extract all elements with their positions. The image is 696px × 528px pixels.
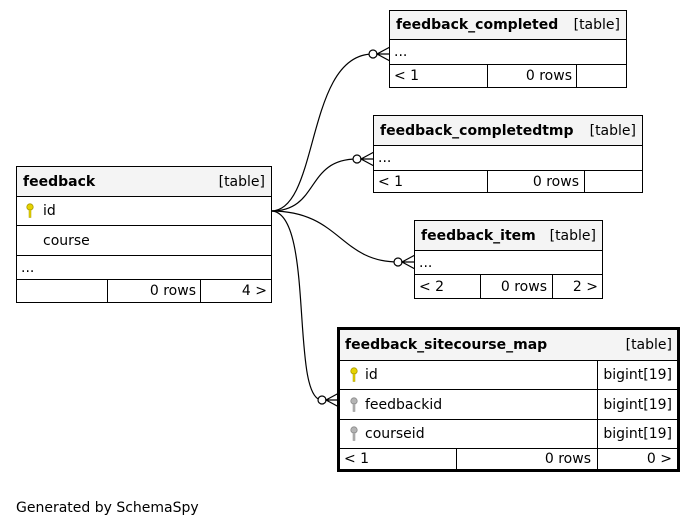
cell-divider	[584, 171, 585, 192]
children-count[interactable]: 0 >	[646, 451, 672, 467]
table-feedback-completed[interactable]: feedback_completed [table] ... < 1 0 row…	[389, 10, 627, 88]
table-header: feedback_completedtmp [table]	[374, 116, 642, 145]
column-row[interactable]: courseid bigint[19]	[340, 419, 677, 448]
cell-divider	[487, 65, 488, 87]
children-count[interactable]: 2 >	[572, 278, 598, 295]
row-count: 0 rows	[544, 451, 591, 467]
foreign-key-icon	[349, 420, 359, 448]
table-header: feedback_item [table]	[415, 221, 602, 250]
table-kind: [table]	[218, 173, 265, 190]
edge-feedback-completed	[270, 53, 374, 212]
row-count: 0 rows	[525, 68, 572, 84]
column-name: courseid	[365, 426, 425, 442]
foreign-key-icon	[349, 390, 359, 419]
parents-count[interactable]: < 1	[394, 68, 420, 84]
parents-count[interactable]: < 2	[419, 278, 445, 295]
cell-divider	[487, 171, 488, 192]
column-row[interactable]: id	[17, 196, 271, 225]
table-name: feedback_completedtmp	[380, 122, 574, 139]
table-name: feedback_sitecourse_map	[345, 337, 548, 353]
table-footer: < 1 0 rows	[390, 64, 626, 87]
table-feedback-item[interactable]: feedback_item [table] ... < 2 0 rows 2 >	[414, 220, 603, 299]
column-type: bigint[19]	[603, 396, 672, 413]
column-name: course	[43, 232, 90, 249]
column-name: id	[43, 203, 56, 219]
table-name: feedback_completed	[396, 17, 559, 33]
cell-divider	[480, 275, 481, 298]
edge-feedback-item	[270, 210, 399, 263]
cell-divider	[552, 275, 553, 298]
table-kind: [table]	[589, 122, 636, 139]
table-name: feedback	[23, 173, 96, 190]
ellipsis: ...	[21, 259, 35, 276]
table-header: feedback_sitecourse_map [table]	[340, 330, 677, 360]
cell-divider	[456, 449, 457, 469]
crowfoot-markers	[324, 46, 416, 408]
table-feedback[interactable]: feedback [table] id course ... 0 rows 4 …	[16, 166, 272, 303]
column-type: bigint[19]	[603, 426, 672, 442]
table-kind: [table]	[549, 227, 596, 244]
cell-divider	[200, 280, 201, 302]
ellipsis-row: ...	[374, 145, 642, 170]
cell-divider	[597, 449, 598, 469]
column-row[interactable]: feedbackid bigint[19]	[340, 389, 677, 419]
table-kind: [table]	[573, 17, 620, 33]
ellipsis: ...	[419, 254, 433, 271]
ellipsis: ...	[378, 150, 392, 166]
crowfoot-marker	[359, 151, 375, 167]
table-name: feedback_item	[421, 227, 536, 244]
table-kind: [table]	[625, 337, 672, 353]
cell-divider	[597, 390, 598, 419]
row-count: 0 rows	[149, 283, 196, 299]
ellipsis-row: ...	[390, 39, 626, 64]
table-header: feedback [table]	[17, 167, 271, 196]
children-count[interactable]: 4 >	[241, 283, 267, 299]
row-count: 0 rows	[532, 173, 579, 190]
table-footer: < 1 0 rows	[374, 170, 642, 192]
ellipsis: ...	[394, 44, 408, 60]
cell-divider	[107, 280, 108, 302]
cell-divider	[597, 420, 598, 448]
primary-key-icon	[25, 197, 35, 225]
column-type: bigint[19]	[603, 367, 672, 383]
zero-many-markers	[317, 49, 403, 405]
parents-count[interactable]: < 1	[344, 451, 370, 467]
column-name: feedbackid	[365, 396, 443, 413]
primary-key-icon	[349, 361, 359, 389]
cell-divider	[576, 65, 577, 87]
edge-feedback-completedtmp	[270, 158, 358, 212]
crowfoot-marker	[400, 254, 416, 270]
table-header: feedback_completed [table]	[390, 11, 626, 39]
parents-count[interactable]: < 1	[378, 173, 404, 190]
ellipsis-row: ...	[415, 250, 602, 274]
table-feedback-sitecourse-map[interactable]: feedback_sitecourse_map [table] id bigin…	[337, 327, 680, 472]
ellipsis-row: ...	[17, 255, 271, 279]
cell-divider	[597, 361, 598, 389]
column-name: id	[365, 367, 378, 383]
row-count: 0 rows	[500, 278, 547, 295]
column-row[interactable]: course	[17, 225, 271, 255]
table-footer: < 1 0 rows 0 >	[340, 448, 677, 469]
table-footer: 0 rows 4 >	[17, 279, 271, 302]
table-footer: < 2 0 rows 2 >	[415, 274, 602, 298]
crowfoot-marker	[375, 46, 391, 62]
edge-feedback-sitecourse-map	[270, 210, 323, 401]
crowfoot-marker	[324, 392, 340, 408]
generator-credit: Generated by SchemaSpy	[16, 500, 199, 516]
column-row[interactable]: id bigint[19]	[340, 360, 677, 389]
table-feedback-completedtmp[interactable]: feedback_completedtmp [table] ... < 1 0 …	[373, 115, 643, 193]
